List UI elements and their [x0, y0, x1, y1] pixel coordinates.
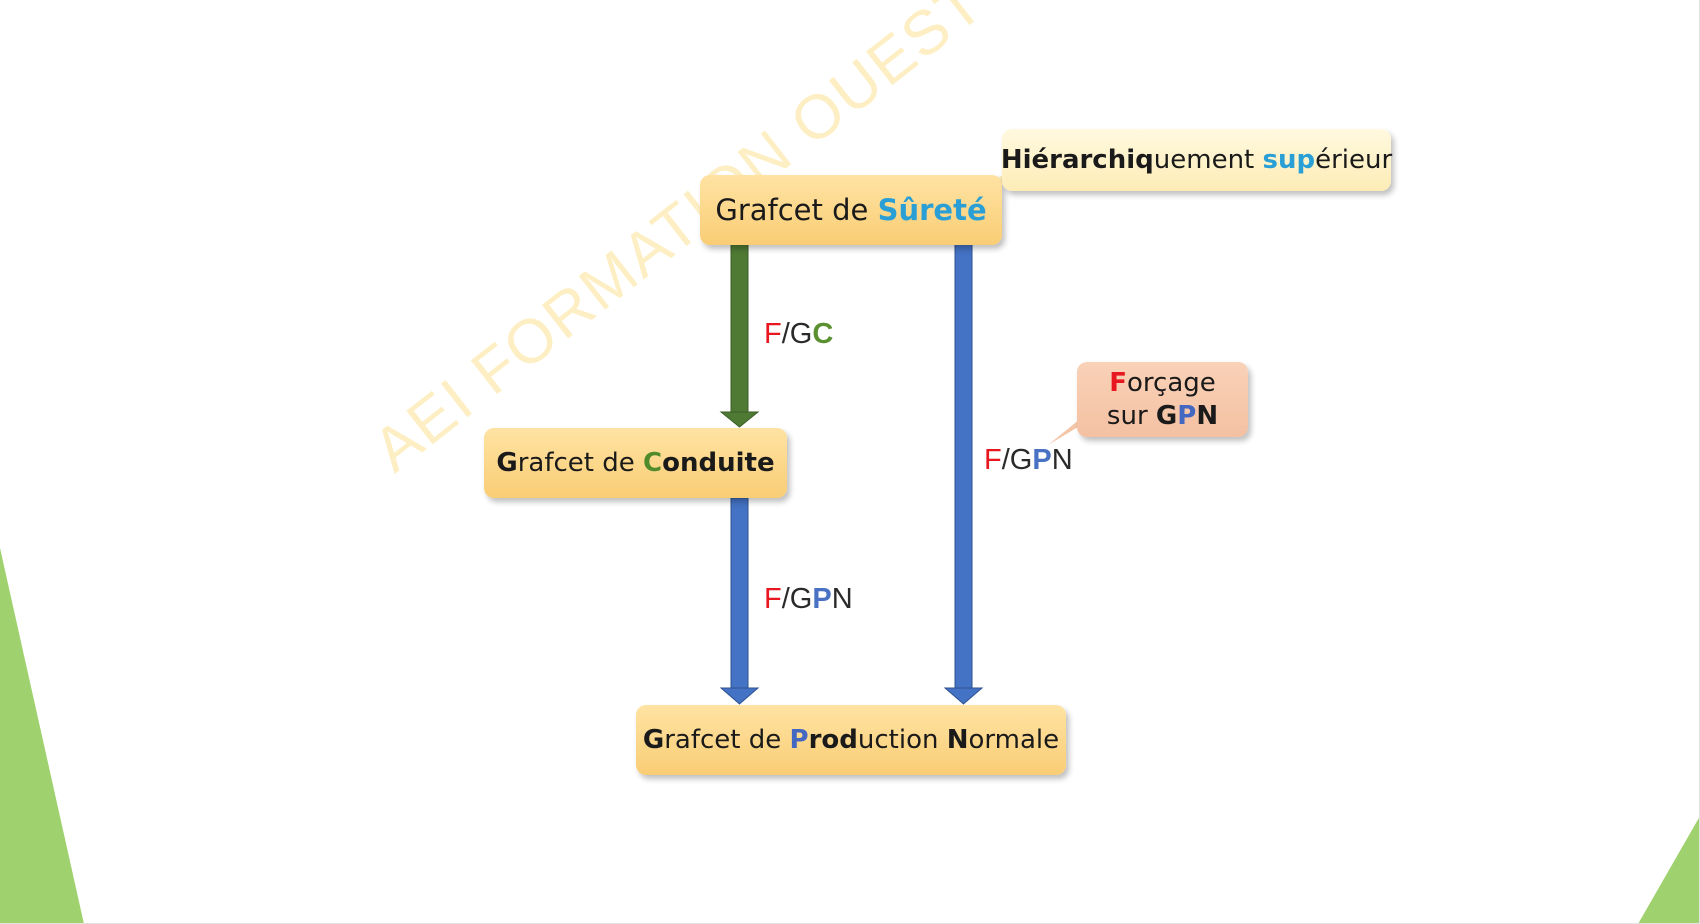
callout-forcage-sur: sur	[1106, 400, 1156, 431]
callout-forcage-g: G	[1155, 400, 1178, 431]
node-production-end: ormale	[968, 725, 1060, 755]
node-production-rod: rod	[808, 725, 858, 755]
node-production-text1: rafcet de	[664, 725, 790, 755]
label-fgpn-left-f: F	[764, 583, 782, 615]
node-surete-accent: Sûreté	[877, 193, 987, 227]
label-fgc-f: F	[764, 318, 782, 350]
node-conduite-c: C	[643, 448, 663, 478]
callout-forcage-line1: Forçage	[1109, 367, 1216, 400]
arrow-surete-to-conduite	[719, 243, 760, 428]
node-grafcet-surete: Grafcet de Sûreté	[700, 175, 1002, 245]
node-conduite-end: onduite	[662, 448, 775, 478]
label-fgc-slash: /	[781, 318, 790, 350]
label-fgpn-left-p: P	[812, 583, 832, 615]
label-fgpn-right-p: P	[1032, 444, 1052, 476]
node-conduite-text: rafcet de	[517, 448, 644, 478]
label-fgpn-right-f: F	[984, 444, 1002, 476]
label-fgpn-left-slash: /	[781, 583, 790, 615]
callout-hierarchy: Hiérarchiq uement sup érieur	[1000, 129, 1393, 191]
callout-forcage-line2: sur GPN	[1107, 400, 1218, 433]
label-fgpn-right-slash: /	[1001, 444, 1010, 476]
label-fgpn-left: F/GPN	[764, 583, 853, 616]
label-fgc-g: G	[789, 318, 813, 350]
callout-hierarchy-bold: Hiérarchiq	[1000, 145, 1154, 175]
arrow-conduite-to-production	[719, 497, 760, 705]
node-production-g: G	[642, 725, 665, 755]
callout-forcage: Forçage sur GPN	[1077, 362, 1248, 437]
label-fgpn-right-n: N	[1051, 444, 1073, 476]
callout-hierarchy-accent: sup	[1262, 145, 1316, 175]
callout-forcage-text: orçage	[1127, 367, 1216, 398]
callout-forcage-p: P	[1177, 400, 1197, 431]
node-grafcet-production-normale: G rafcet de P rod uction N ormale	[636, 705, 1066, 775]
label-fgpn-left-g: G	[789, 583, 813, 615]
label-fgpn-right-g: G	[1009, 444, 1033, 476]
node-conduite-g: G	[496, 448, 518, 478]
arrow-surete-to-production	[943, 243, 984, 705]
node-production-n: N	[946, 725, 969, 755]
callout-forcage-n: N	[1196, 400, 1219, 431]
callout-forcage-f: F	[1109, 367, 1127, 398]
node-surete-text: Grafcet de	[715, 193, 878, 227]
node-grafcet-conduite: G rafcet de C onduite	[484, 428, 787, 498]
callout-hierarchy-end: érieur	[1315, 145, 1393, 175]
label-fgpn-right: F/GPN	[984, 444, 1073, 477]
callout-hierarchy-text: uement	[1153, 145, 1263, 175]
node-production-p: P	[789, 725, 809, 755]
label-fgc: F/GC	[764, 318, 833, 351]
label-fgc-c: C	[812, 318, 834, 350]
label-fgpn-left-n: N	[831, 583, 853, 615]
node-production-text2: uction	[857, 725, 947, 755]
